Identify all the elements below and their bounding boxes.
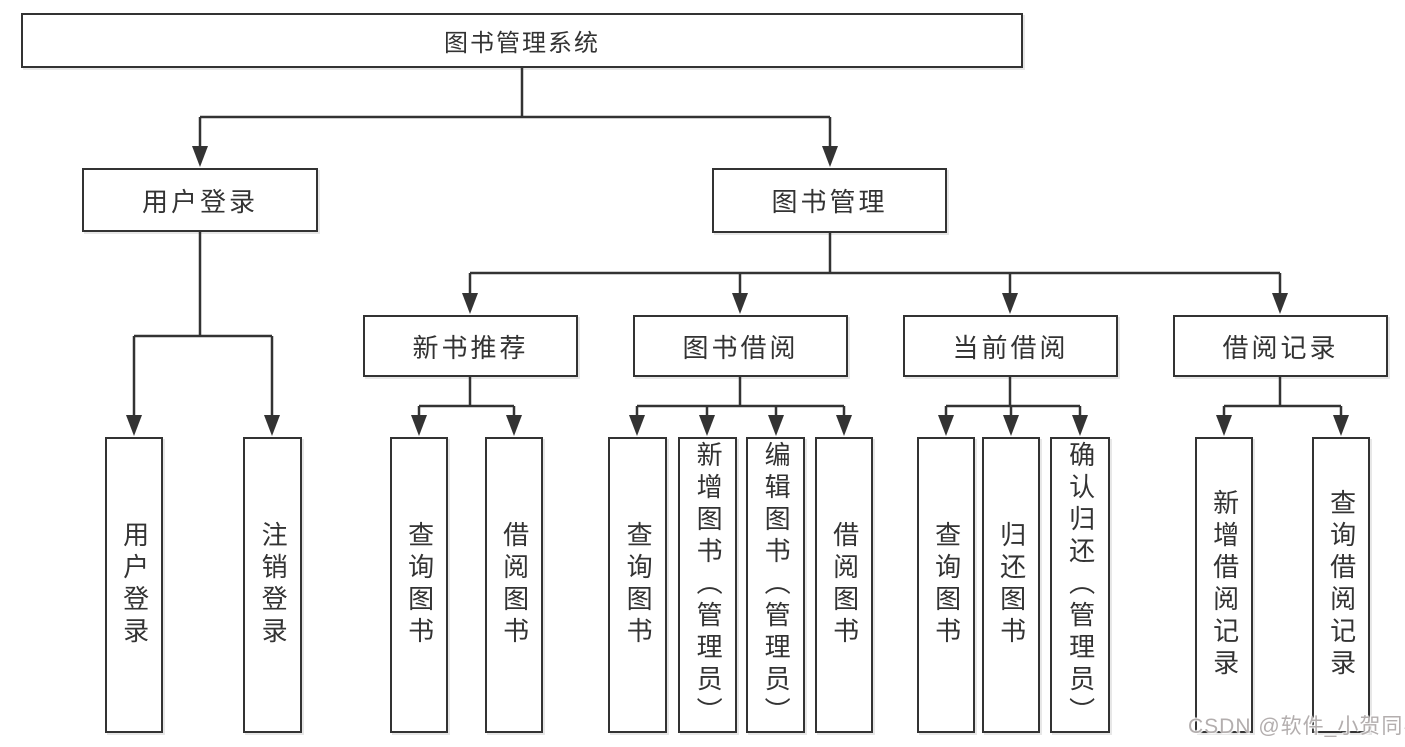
csdn-watermark: CSDN @软件_小贺同学: [1188, 715, 1405, 738]
leaf-return-books-label: 归还图书: [996, 521, 1027, 649]
leaf-borrow-books-2-label: 借阅图书: [829, 521, 860, 649]
leaf-edit-book-admin-label: 编辑图书（管理员）: [761, 441, 792, 729]
leaf-edit-book-admin: 编辑图书（管理员）: [746, 437, 805, 733]
leaf-query-borrow-record-label: 查询借阅记录: [1326, 489, 1357, 681]
leaf-add-borrow-record: 新增借阅记录: [1195, 437, 1253, 733]
leaf-add-book-admin: 新增图书（管理员）: [678, 437, 737, 733]
node-current-borrowing-label: 当前借阅: [952, 332, 1069, 363]
leaf-query-books-1-label: 查询图书: [404, 521, 435, 649]
leaf-user-login: 用户登录: [105, 437, 163, 733]
node-user-login: 用户登录: [82, 168, 318, 232]
connector-paths: [132, 68, 1343, 419]
leaf-query-books-1: 查询图书: [390, 437, 448, 733]
node-book-borrowing: 图书借阅: [633, 315, 848, 377]
leaf-query-books-2: 查询图书: [608, 437, 667, 733]
leaf-borrow-books-1: 借阅图书: [485, 437, 543, 733]
arrowheads: [126, 146, 1349, 436]
leaf-add-book-admin-label: 新增图书（管理员）: [693, 441, 724, 729]
leaf-confirm-return-admin: 确认归还（管理员）: [1050, 437, 1110, 733]
leaf-query-books-3: 查询图书: [917, 437, 975, 733]
leaf-query-books-2-label: 查询图书: [623, 521, 654, 649]
leaf-borrow-books-1-label: 借阅图书: [499, 521, 530, 649]
node-current-borrowing: 当前借阅: [903, 315, 1118, 377]
node-new-book-recommendation-label: 新书推荐: [412, 332, 529, 363]
node-book-management: 图书管理: [712, 168, 947, 233]
leaf-query-books-3-label: 查询图书: [931, 521, 962, 649]
leaf-borrow-books-2: 借阅图书: [815, 437, 873, 733]
leaf-return-books: 归还图书: [982, 437, 1040, 733]
leaf-confirm-return-admin-label: 确认归还（管理员）: [1065, 441, 1096, 729]
leaf-logout: 注销登录: [243, 437, 302, 733]
leaf-add-borrow-record-label: 新增借阅记录: [1209, 489, 1240, 681]
node-root: 图书管理系统: [21, 13, 1023, 68]
leaf-logout-label: 注销登录: [258, 521, 289, 649]
leaf-user-login-label: 用户登录: [119, 521, 150, 649]
node-borrowing-records-label: 借阅记录: [1222, 332, 1339, 363]
node-root-label: 图书管理系统: [444, 30, 600, 57]
node-book-borrowing-label: 图书借阅: [682, 332, 799, 363]
leaf-query-borrow-record: 查询借阅记录: [1312, 437, 1370, 733]
node-new-book-recommendation: 新书推荐: [363, 315, 578, 377]
node-book-management-label: 图书管理: [771, 187, 888, 217]
node-borrowing-records: 借阅记录: [1173, 315, 1388, 377]
node-user-login-label: 用户登录: [141, 186, 258, 217]
